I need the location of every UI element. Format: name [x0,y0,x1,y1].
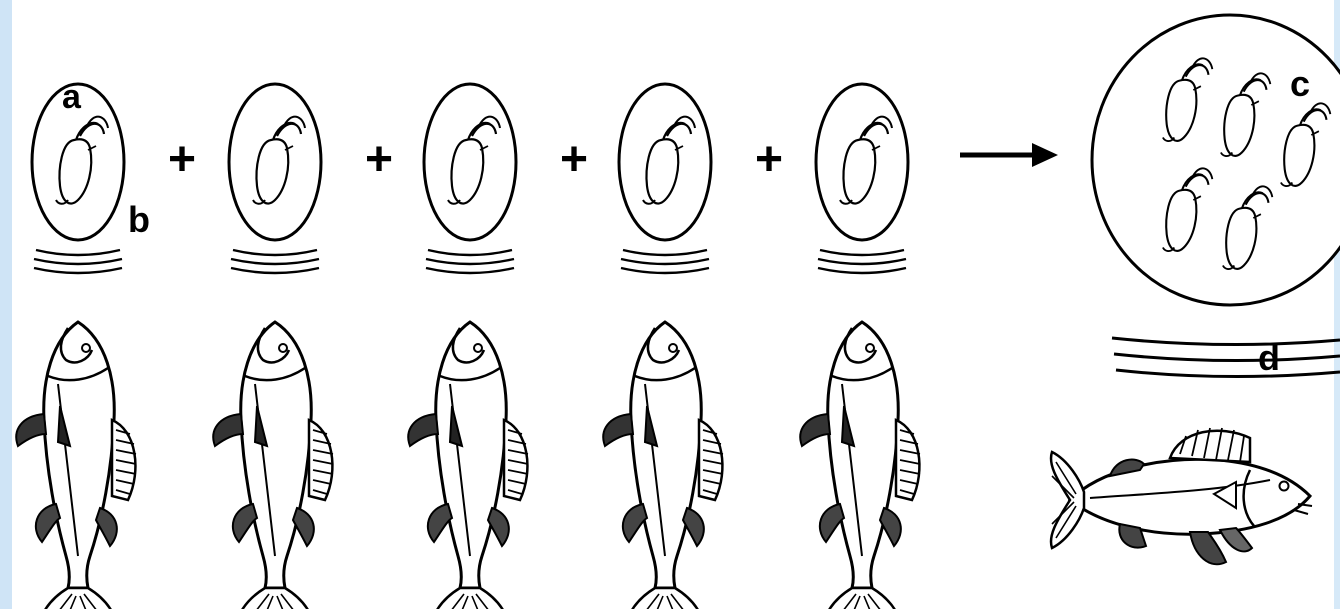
water-lines-icon [34,250,122,273]
label-b: b [128,199,150,240]
plus-sign: + [365,133,393,186]
egg-icon [424,84,516,273]
fish-horizontal-icon [1051,428,1312,564]
label-a: a [62,78,82,116]
water-lines-icon [231,250,319,273]
water-lines-icon [426,250,514,273]
fish-vertical-icon [16,322,136,609]
fish-vertical-icon [603,322,723,609]
egg-icon [229,84,321,273]
egg-icon [619,84,711,273]
fish-vertical-icon [408,322,528,609]
plus-sign: + [755,133,783,186]
fish-vertical-icon [213,322,333,609]
water-lines-icon [818,250,906,273]
plus-sign: + [168,133,196,186]
arrow-right-icon [960,143,1058,167]
fish-vertical-icon [800,322,920,609]
water-lines-icon [621,250,709,273]
label-c: c [1290,63,1310,104]
water-lines-icon [1112,338,1340,377]
label-d: d [1258,337,1280,378]
plus-sign: + [560,133,588,186]
egg-icon [816,84,908,273]
vertical-fish-row [16,322,920,609]
